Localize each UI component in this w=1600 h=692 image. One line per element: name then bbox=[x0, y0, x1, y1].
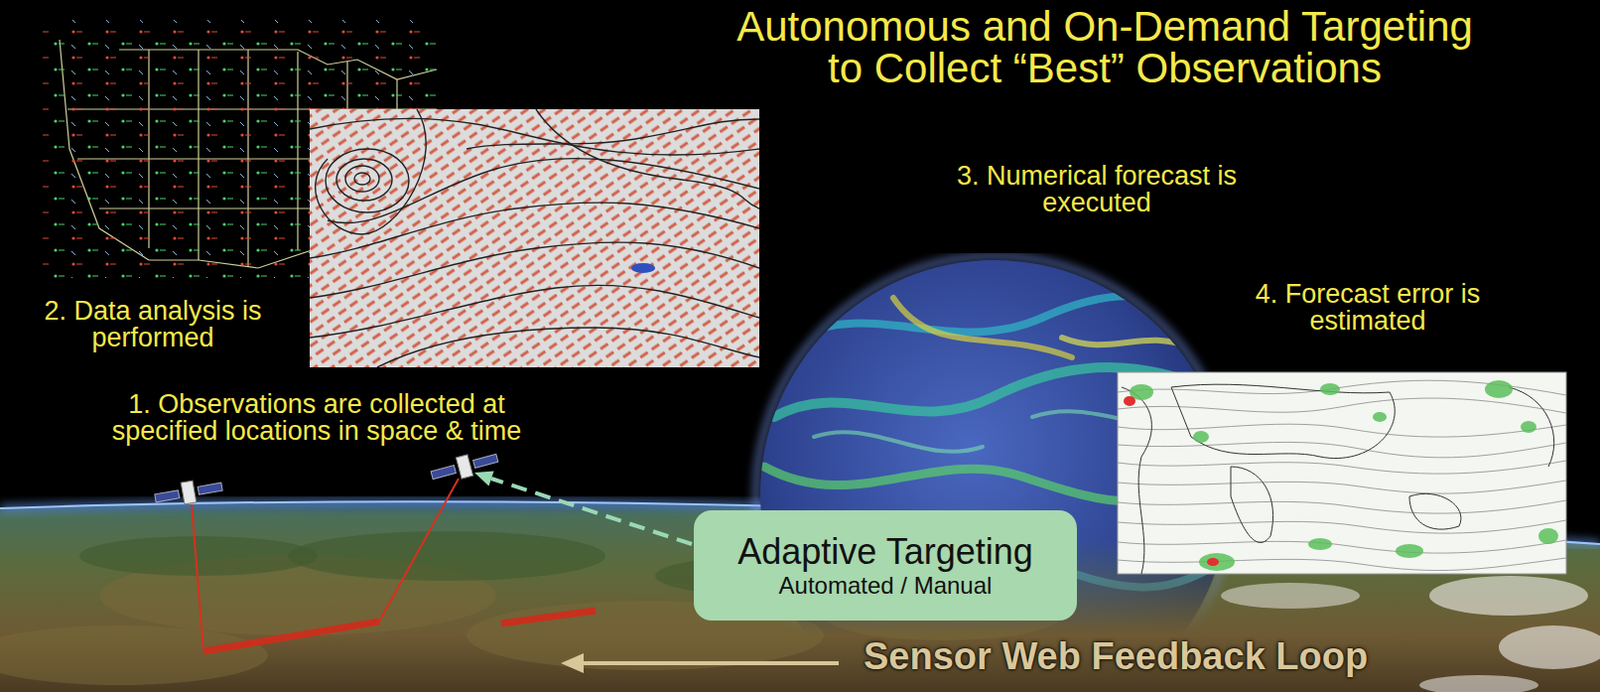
step-label: 4. Forecast error is estimated bbox=[1238, 280, 1497, 335]
cloud bbox=[1429, 575, 1589, 616]
observation-swath bbox=[501, 610, 596, 624]
satellite bbox=[153, 475, 225, 509]
error-map-content bbox=[1117, 380, 1567, 574]
arrow-head bbox=[474, 470, 495, 486]
solar-panel bbox=[154, 490, 180, 503]
wind-barbs bbox=[309, 109, 760, 368]
contours bbox=[1117, 380, 1567, 570]
wind-band bbox=[893, 297, 1072, 358]
coastlines bbox=[1121, 384, 1555, 574]
observation-line bbox=[379, 478, 459, 622]
streamline bbox=[315, 109, 427, 235]
analysis-panel bbox=[309, 109, 760, 368]
contour-line bbox=[1117, 520, 1567, 534]
error-blob bbox=[1538, 528, 1559, 544]
blue-spot bbox=[631, 263, 656, 273]
streamline bbox=[377, 327, 760, 368]
step-label: 1. Observations are collected at specifi… bbox=[108, 391, 526, 445]
error-blob bbox=[1484, 380, 1513, 399]
error-blob bbox=[1395, 543, 1424, 558]
streamline bbox=[309, 242, 760, 298]
title: Autonomous and On-Demand Targeting to Co… bbox=[722, 5, 1487, 90]
wind-band bbox=[1062, 337, 1192, 348]
map-frame bbox=[1117, 372, 1567, 574]
arrow-head bbox=[560, 653, 584, 673]
forest-patch bbox=[79, 535, 318, 576]
solar-panel bbox=[197, 482, 223, 495]
error-peak bbox=[1123, 396, 1136, 406]
coastline bbox=[1121, 387, 1152, 574]
solar-panel bbox=[473, 453, 499, 468]
error-blob bbox=[1308, 537, 1333, 550]
streamline bbox=[466, 119, 760, 149]
error-blob bbox=[1520, 420, 1537, 433]
contour-line bbox=[1117, 398, 1567, 413]
observation-line bbox=[191, 504, 204, 651]
wind-band bbox=[813, 431, 983, 452]
step-label: 2. Data analysis is performed bbox=[43, 297, 263, 352]
contour-line bbox=[1117, 441, 1567, 457]
contour-line bbox=[1117, 460, 1567, 474]
wind-band bbox=[794, 295, 1221, 338]
solar-panel bbox=[430, 465, 456, 480]
panel-ground bbox=[309, 109, 760, 368]
streamline bbox=[354, 172, 371, 185]
contour-line bbox=[1117, 500, 1567, 514]
cloud bbox=[1498, 625, 1600, 669]
error-map bbox=[1117, 372, 1567, 574]
command-arrow bbox=[491, 478, 692, 544]
observation-swath bbox=[203, 621, 380, 652]
satellite bbox=[428, 447, 500, 487]
coastline bbox=[1508, 387, 1555, 467]
satellite-body bbox=[455, 454, 473, 479]
forest-patch bbox=[287, 531, 606, 581]
coastline bbox=[1171, 384, 1395, 458]
coastline bbox=[1230, 466, 1274, 542]
streamline bbox=[345, 165, 380, 192]
contour-line bbox=[1117, 539, 1567, 553]
streamline bbox=[336, 158, 393, 201]
error-blob bbox=[1193, 430, 1209, 443]
contour-line bbox=[1117, 423, 1567, 437]
contour-line bbox=[1117, 480, 1567, 494]
cloud bbox=[1419, 674, 1539, 692]
land-patch bbox=[0, 625, 268, 685]
contour-line bbox=[1117, 557, 1567, 571]
streamline bbox=[327, 158, 760, 224]
loop-label: Sensor Web Feedback Loop bbox=[863, 637, 1368, 675]
streamline bbox=[535, 109, 760, 209]
error-blob bbox=[1199, 552, 1235, 571]
satellite-body bbox=[180, 480, 197, 505]
streamlines bbox=[309, 109, 760, 368]
streamline bbox=[309, 119, 760, 156]
error-areas bbox=[1129, 380, 1559, 571]
error-peak bbox=[1206, 557, 1219, 566]
cloud bbox=[1220, 582, 1360, 609]
box-subtext: Automated / Manual bbox=[779, 571, 993, 600]
error-blob bbox=[1372, 411, 1387, 422]
coastline bbox=[1409, 493, 1462, 530]
error-blob bbox=[1320, 383, 1340, 396]
streamline bbox=[325, 148, 409, 213]
targeting-box: Adaptive TargetingAutomated / Manual bbox=[693, 510, 1077, 621]
step-label: 3. Numerical forecast is executed bbox=[937, 162, 1256, 217]
box-heading: Adaptive Targeting bbox=[737, 531, 1034, 572]
feedback-arrow bbox=[580, 661, 839, 666]
